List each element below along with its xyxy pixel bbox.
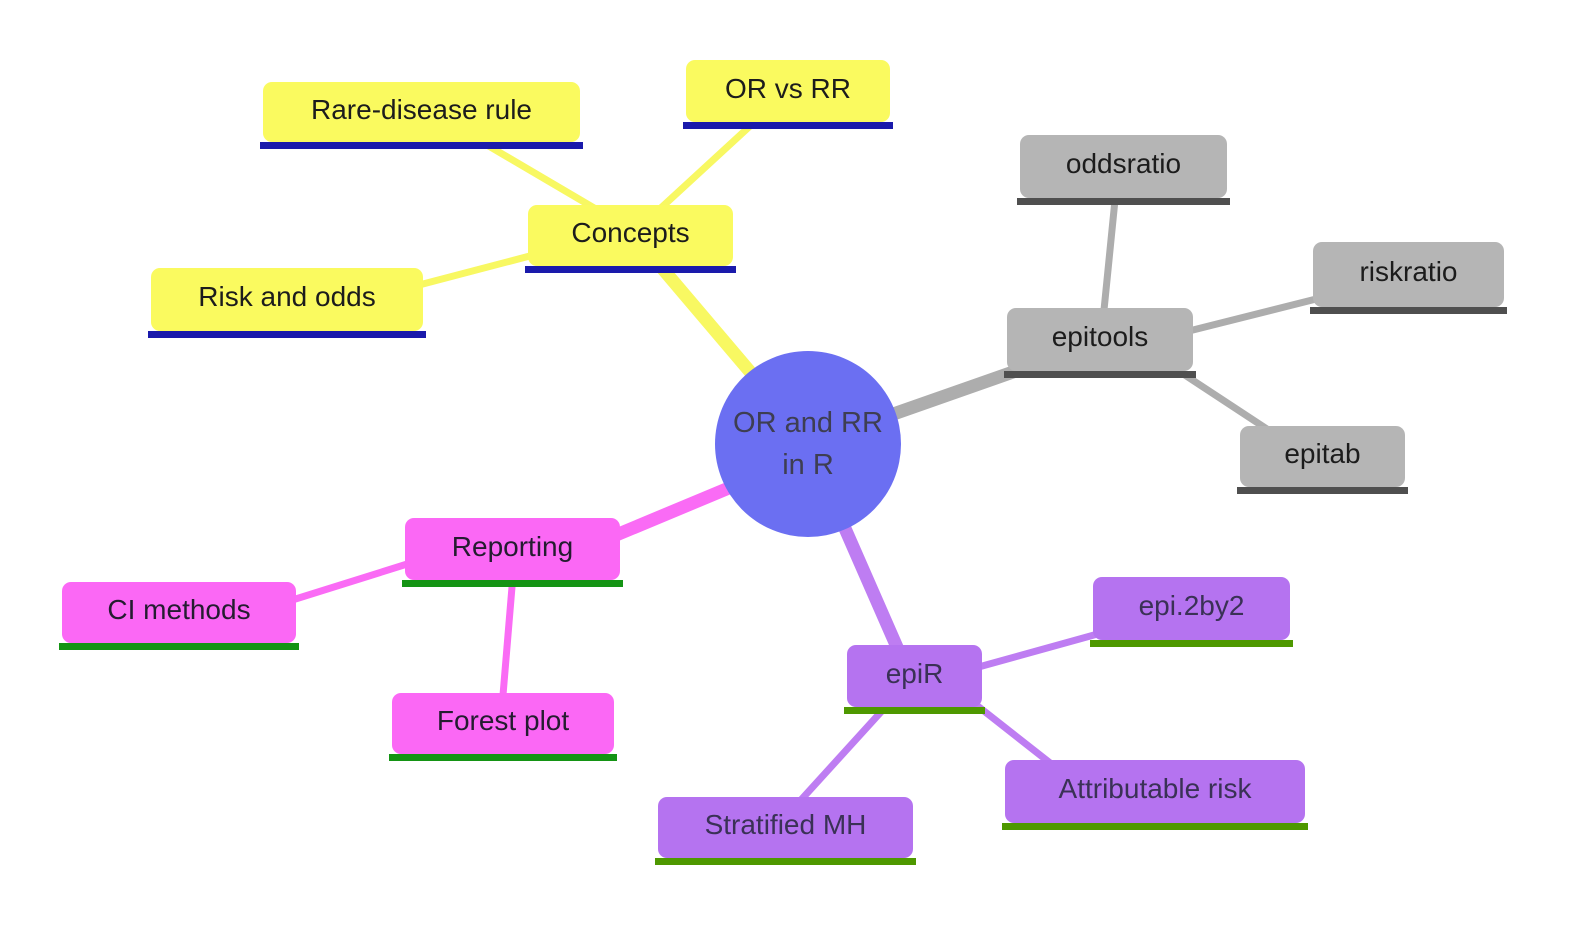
node-underline (1017, 198, 1230, 205)
node-label: OR vs RR (725, 72, 851, 104)
node-attrisk[interactable]: Attributable risk (1002, 760, 1308, 830)
node-label: epi.2by2 (1138, 590, 1245, 622)
link-concepts-riskodds (396, 248, 549, 294)
node-riskodds[interactable]: Risk and odds (148, 268, 426, 338)
node-underline (1090, 640, 1293, 647)
node-oddsratio[interactable]: oddsratio (1017, 135, 1230, 205)
node-label: riskratio (1359, 256, 1458, 288)
node-underline (1004, 371, 1196, 378)
node-epitools[interactable]: epitools (1004, 308, 1196, 378)
node-concepts[interactable]: Concepts (525, 205, 736, 273)
node-label: Risk and odds (198, 281, 376, 313)
link-reporting-forestplot (498, 571, 517, 711)
node-rare[interactable]: Rare-disease rule (260, 82, 583, 149)
node-label: oddsratio (1065, 148, 1182, 180)
node-underline (389, 754, 617, 761)
node-cimethods[interactable]: CI methods (59, 582, 299, 650)
node-underline (1310, 307, 1507, 314)
node-stratmh[interactable]: Stratified MH (655, 797, 916, 865)
central-node-label: in R (782, 449, 834, 481)
node-underline (655, 858, 916, 865)
node-underline (525, 266, 736, 273)
link-epir-stratmh (786, 698, 894, 816)
node-underline (402, 580, 623, 587)
central-node-label: OR and RR (733, 406, 883, 439)
link-concepts-orvsrr (646, 111, 766, 222)
node-label: epitab (1284, 438, 1361, 470)
node-label: Attributable risk (1058, 773, 1252, 805)
node-underline (683, 122, 893, 129)
link-epir-epi2by2 (971, 626, 1116, 672)
central-node[interactable]: OR and RR in R (715, 351, 901, 537)
node-underline (1237, 487, 1408, 494)
node-underline (148, 331, 426, 338)
node-label: epitools (1051, 321, 1149, 353)
node-riskratio[interactable]: riskratio (1310, 242, 1507, 314)
node-label: Forest plot (436, 705, 570, 737)
node-underline (260, 142, 583, 149)
node-epitab[interactable]: epitab (1237, 426, 1408, 494)
node-underline (59, 643, 299, 650)
node-epir[interactable]: epiR (844, 645, 985, 714)
node-label: epiR (885, 657, 944, 689)
node-label: CI methods (107, 594, 251, 626)
node-orvsrr[interactable]: OR vs RR (683, 60, 893, 129)
node-underline (1002, 823, 1308, 830)
node-epi2by2[interactable]: epi.2by2 (1090, 577, 1293, 647)
node-label: Reporting (451, 530, 574, 562)
node-label: Stratified MH (704, 809, 867, 841)
node-forestplot[interactable]: Forest plot (389, 693, 617, 761)
node-underline (844, 707, 985, 714)
link-epitools-riskratio (1181, 291, 1336, 336)
node-reporting[interactable]: Reporting (402, 518, 623, 587)
node-label: Concepts (571, 217, 690, 249)
node-label: Rare-disease rule (311, 93, 532, 125)
